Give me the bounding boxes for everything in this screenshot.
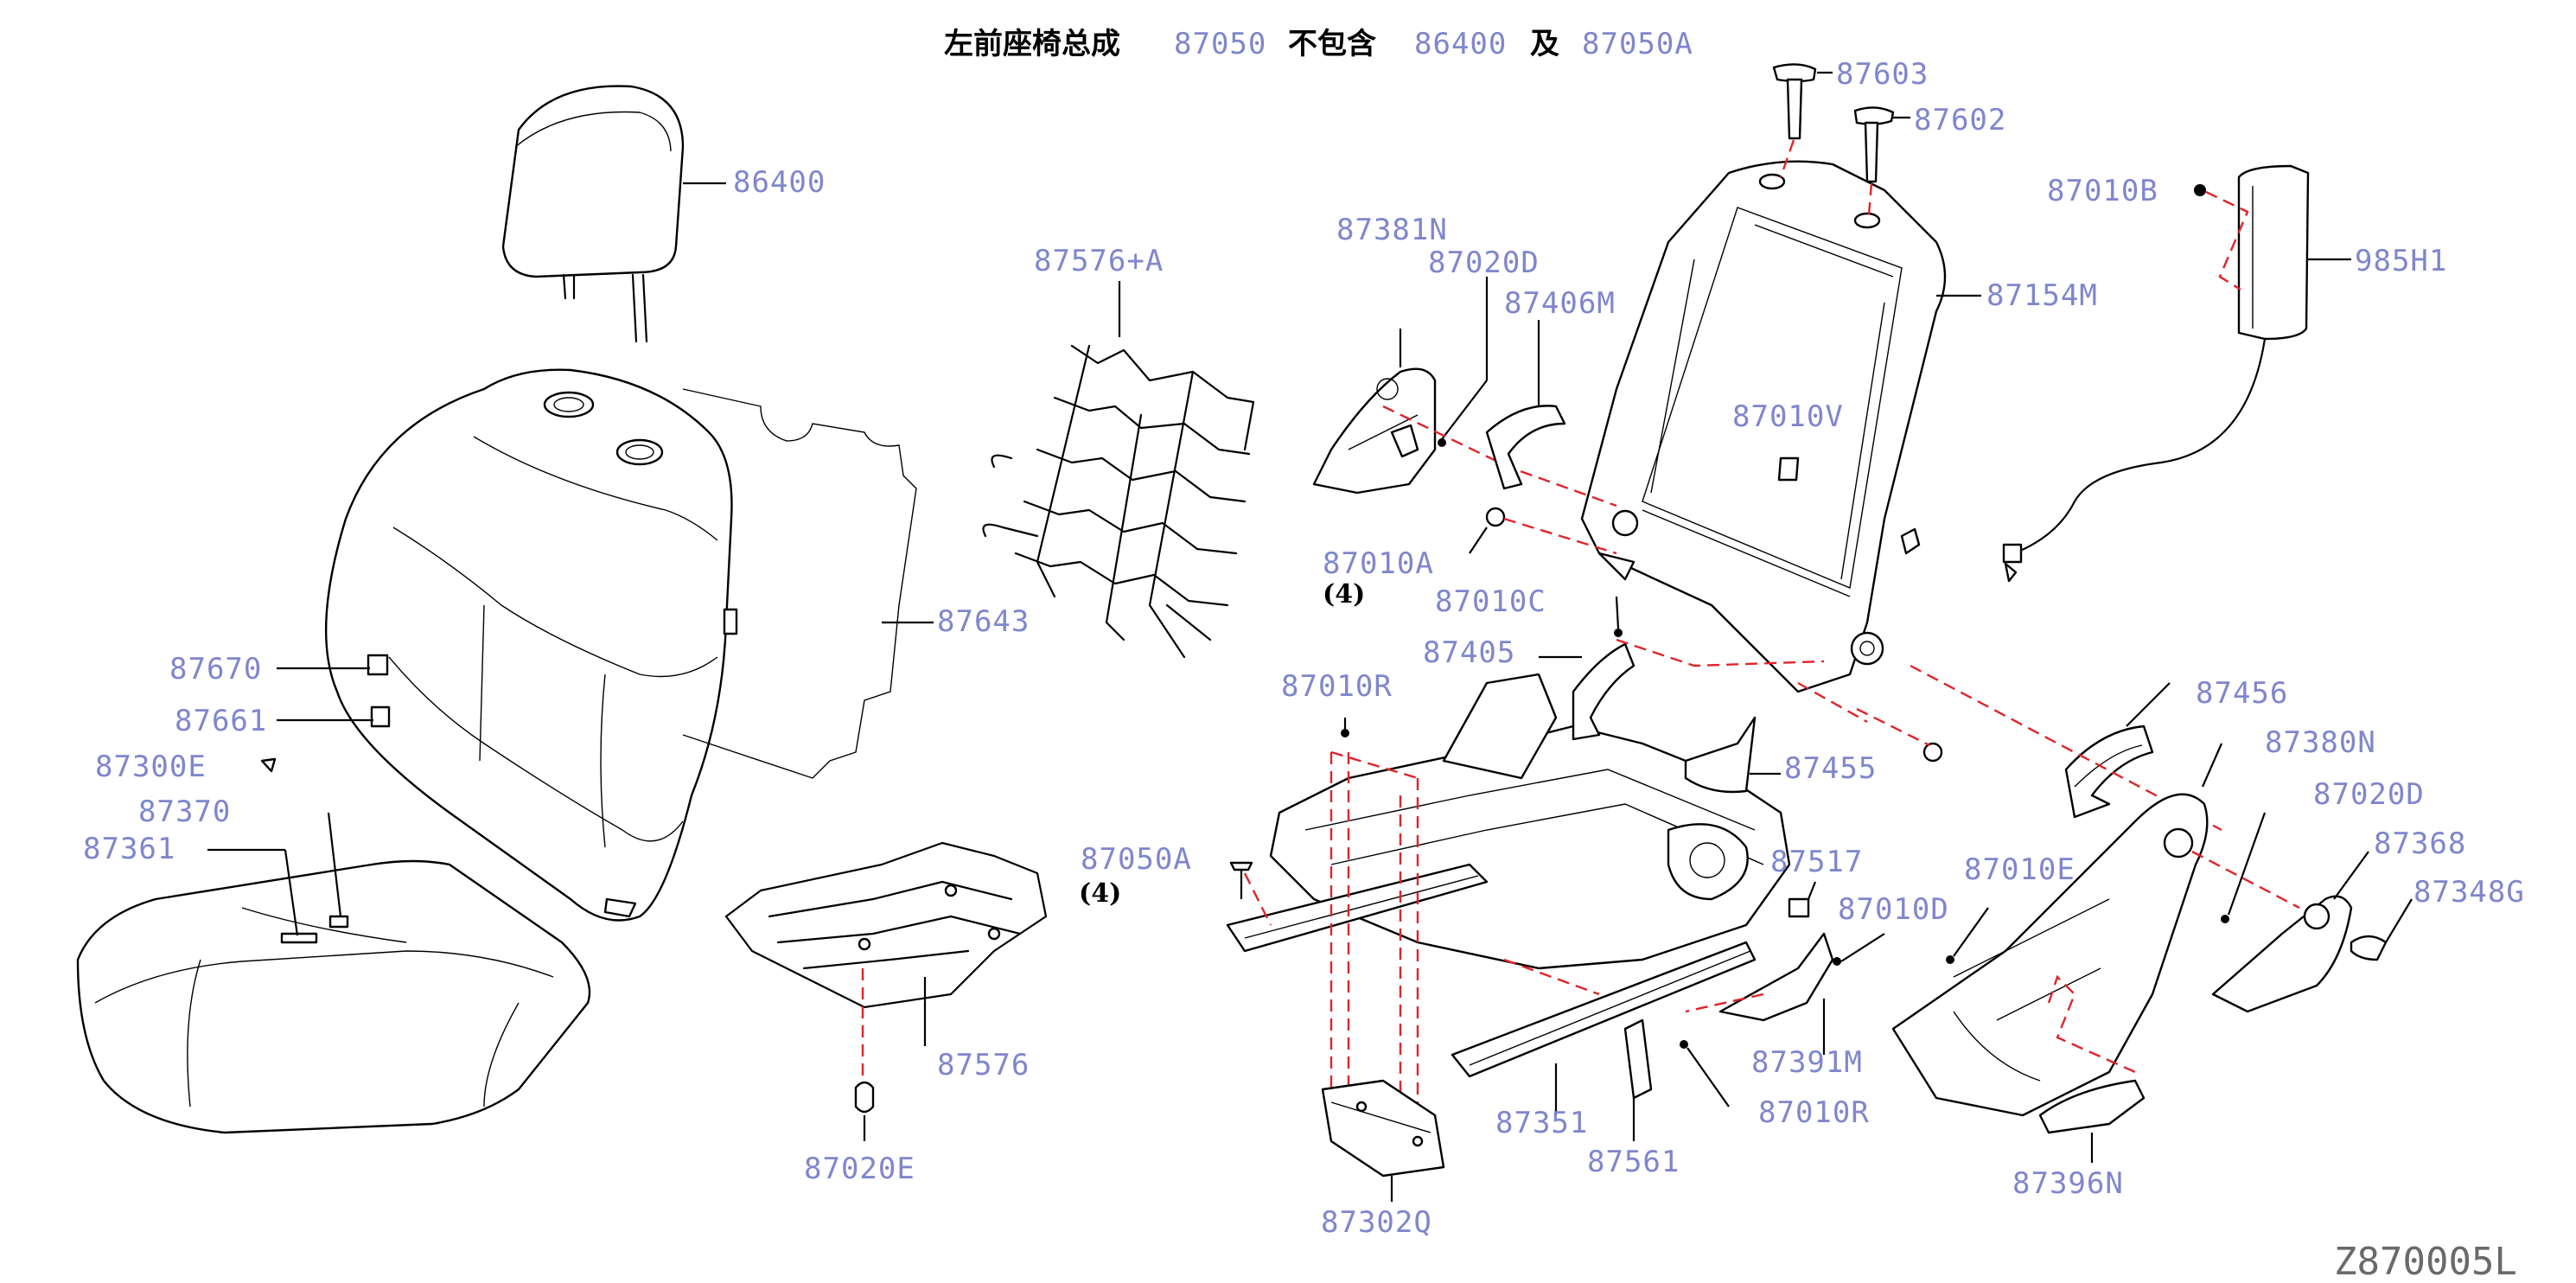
seat-back-cover-drawing: [325, 368, 738, 922]
label-87010R-a[interactable]: 87010R: [1281, 669, 1393, 704]
cover-87406M-drawing: [1485, 320, 1566, 490]
quantity-note-2: (4): [1079, 878, 1121, 909]
title-ref-86400[interactable]: 86400: [1414, 27, 1507, 61]
label-985H1[interactable]: 985H1: [2355, 244, 2447, 278]
label-87361[interactable]: 87361: [83, 832, 175, 866]
label-87010V[interactable]: 87010V: [1732, 399, 1844, 434]
title-ref-87050[interactable]: 87050: [1174, 27, 1266, 61]
label-87351[interactable]: 87351: [1495, 1106, 1588, 1140]
label-87517[interactable]: 87517: [1770, 845, 1863, 879]
label-87370[interactable]: 87370: [138, 795, 231, 829]
label-87010A[interactable]: 87010A: [1323, 546, 1434, 581]
label-87302Q[interactable]: 87302Q: [1321, 1205, 1432, 1240]
label-87602[interactable]: 87602: [1914, 103, 2006, 137]
label-87576[interactable]: 87576: [937, 1048, 1030, 1082]
label-87603[interactable]: 87603: [1836, 57, 1929, 92]
label-87010R-b[interactable]: 87010R: [1758, 1095, 1870, 1130]
bolt-87010A-drawing: [1469, 507, 1617, 555]
label-87670[interactable]: 87670: [169, 652, 262, 686]
label-87455[interactable]: 87455: [1784, 751, 1877, 786]
title-text-3: 及: [1530, 27, 1559, 61]
label-87391M[interactable]: 87391M: [1751, 1045, 1863, 1080]
left-leader-lines: [207, 281, 1121, 1141]
title-ref-87050A[interactable]: 87050A: [1582, 27, 1693, 61]
label-86400[interactable]: 86400: [733, 165, 826, 200]
label-87050A[interactable]: 87050A: [1081, 842, 1192, 877]
figure-id: Z870005L: [2334, 1240, 2517, 1283]
headrest-guides-drawing: [1772, 63, 1910, 215]
spring-mat-87576-drawing: [724, 841, 1048, 1114]
label-87010B[interactable]: 87010B: [2047, 174, 2158, 208]
label-87456[interactable]: 87456: [2196, 676, 2288, 711]
label-87154M[interactable]: 87154M: [1986, 278, 2098, 313]
label-87020E[interactable]: 87020E: [804, 1152, 915, 1186]
label-87380N[interactable]: 87380N: [2265, 725, 2376, 760]
label-87396N[interactable]: 87396N: [2012, 1166, 2124, 1201]
side-airbag-drawing: [2002, 164, 2351, 583]
label-87010C[interactable]: 87010C: [1435, 584, 1546, 619]
pad-87643-drawing: [682, 388, 917, 779]
label-87020D-a[interactable]: 87020D: [1428, 246, 1540, 280]
label-87405[interactable]: 87405: [1423, 635, 1515, 670]
cover-87381N-drawing: [1312, 277, 1617, 507]
spring-mat-87576A-drawing: [982, 344, 1255, 659]
headrest-drawing: [501, 85, 726, 343]
label-87020D-b[interactable]: 87020D: [2313, 777, 2425, 812]
quantity-note-1: (4): [1323, 579, 1365, 610]
seat-cushion-drawing: [76, 859, 591, 1134]
label-87300E[interactable]: 87300E: [95, 750, 207, 784]
small-parts-right-drawing: [1503, 881, 1885, 1141]
side-trim-drawing: [1891, 664, 2413, 1163]
label-87561[interactable]: 87561: [1587, 1145, 1680, 1179]
label-87381N[interactable]: 87381N: [1336, 213, 1448, 247]
brackets-87405-87455-drawing: [1539, 596, 1943, 794]
title-text-2: 不包含: [1288, 27, 1377, 61]
seat-back-frame-drawing: [1580, 160, 1981, 693]
label-87010D[interactable]: 87010D: [1838, 892, 1949, 927]
label-87661[interactable]: 87661: [175, 704, 267, 738]
bolts-and-bracket-drawing: [1229, 718, 1445, 1202]
title-text-1: 左前座椅总成: [944, 27, 1120, 61]
label-87406M[interactable]: 87406M: [1504, 286, 1616, 321]
label-87576A[interactable]: 87576+A: [1034, 244, 1164, 278]
diagram-title: 左前座椅总成 87050 不包含 86400 及 87050A: [944, 27, 1693, 61]
label-87643[interactable]: 87643: [937, 604, 1030, 639]
label-87010E[interactable]: 87010E: [1964, 852, 2075, 887]
label-87348G[interactable]: 87348G: [2413, 875, 2525, 910]
part-labels: 86400 87576+A 87643 87670 87661 87300E 8…: [83, 57, 2525, 1240]
label-87368[interactable]: 87368: [2374, 827, 2466, 861]
seat-lower-frame-drawing: [1226, 673, 1791, 1115]
